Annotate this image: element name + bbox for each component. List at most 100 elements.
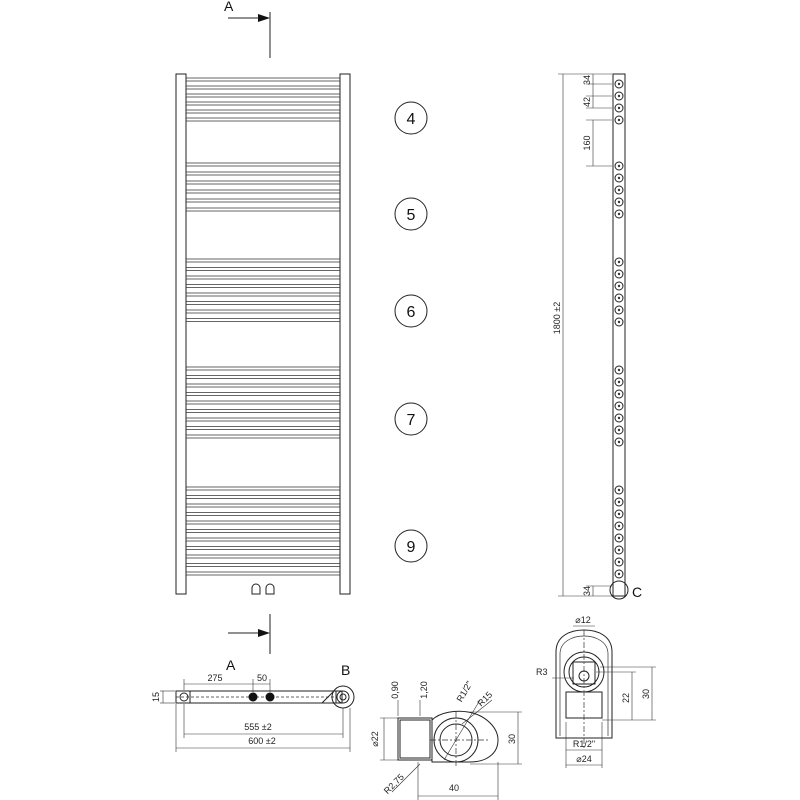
tube-center-dot [617,296,621,300]
tube-cross-section [614,497,624,507]
tube-cross-section [614,485,624,495]
tube-center-dot [617,560,621,564]
dim-dia-22: ⌀22 [370,731,380,746]
tube-cross-section [614,317,624,327]
tube-cross-section [614,91,624,101]
tube-cross-section [614,413,624,423]
svg-text:5: 5 [407,207,416,224]
tube-center-dot [617,380,621,384]
tube-center-dot [617,440,621,444]
detail-b-marker [331,685,355,709]
tube-cross-section [614,115,624,125]
pipe-connection-right [265,692,275,702]
section-badge-6: 6 [394,294,428,328]
dim-dia-12: ⌀12 [575,615,590,625]
side-collector [612,73,626,597]
tube-center-dot [617,428,621,432]
tube-cross-section [614,509,624,519]
tube-center-dot [617,106,621,110]
dim-600: 600 ±2 [248,736,275,746]
svg-text:6: 6 [407,304,416,321]
section-a-label-top: A [224,0,234,14]
dim-width-40: 40 [449,783,459,793]
tube-cross-section [614,293,624,303]
section-badge-5: 5 [394,197,428,231]
tube-cross-section [614,161,624,171]
dim-height-22: 22 [621,693,631,703]
tube-cross-section [614,173,624,183]
tube-cross-section [614,257,624,267]
tube-center-dot [617,488,621,492]
tube-cross-section [614,269,624,279]
tube-center-dot [617,272,621,276]
tube-cross-section [614,425,624,435]
tube-center-dot [617,512,621,516]
section-badge-9: 9 [394,529,428,563]
front-tubes [186,77,340,576]
section-arrow-top: A [224,0,271,58]
dim-height-30-c: 30 [641,689,651,699]
tube-center-dot [617,548,621,552]
tube-cross-section [614,533,624,543]
tube-center-dot [617,572,621,576]
dim-555: 555 ±2 [244,722,271,732]
tube-cross-section [614,377,624,387]
tube-cross-section [614,305,624,315]
tube-center-dot [617,260,621,264]
tube-cross-section [614,209,624,219]
tube-cross-section [614,521,624,531]
svg-text:9: 9 [407,539,416,556]
tube-cross-section [614,281,624,291]
tube-center-dot [617,212,621,216]
tube-cross-section [614,103,624,113]
tube-cross-section [614,401,624,411]
tube-center-dot [617,308,621,312]
dim-1-20: 1,20 [419,681,429,699]
tube-center-dot [617,536,621,540]
radius-r3: R3 [536,667,548,677]
section-a-label-bottom: A [226,657,236,673]
svg-text:7: 7 [407,412,416,429]
section-badge-4: 4 [394,101,428,135]
tube-center-dot [617,416,621,420]
tube-cross-section [614,389,624,399]
dim-bottom-gap: 34 [582,586,592,596]
right-collector [339,73,351,595]
radiator-side-view: 1800 ±2 34 42 160 34 C [552,73,642,600]
detail-c-label: C [632,584,642,600]
tube-cross-section [614,569,624,579]
tube-cross-section [614,557,624,567]
detail-c-drawing: ⌀12 R3 22 30 R1/2" ⌀24 [536,615,656,768]
pipe-connection-left [248,692,258,702]
tube-cross-section [614,545,624,555]
thread-r1-2-c: R1/2" [573,739,595,749]
tube-center-dot [617,118,621,122]
thread-r1-2: R1/2" [455,679,475,703]
tube-center-dot [617,320,621,324]
tube-cross-section [614,185,624,195]
tube-center-dot [617,164,621,168]
tube-center-dot [617,368,621,372]
dim-15: 15 [151,692,161,702]
tube-cross-section [614,79,624,89]
dim-0-90: 0,90 [390,681,400,699]
tube-center-dot [617,524,621,528]
left-collector [175,73,187,595]
detail-c-marker [609,580,629,600]
dim-gap-160: 160 [582,135,592,150]
section-badges: 4 5 6 7 9 [394,101,428,563]
tube-cross-section [614,197,624,207]
svg-text:4: 4 [407,111,416,128]
dim-dia-24: ⌀24 [576,754,591,764]
tube-center-dot [617,200,621,204]
tube-center-dot [617,284,621,288]
tube-center-dot [617,82,621,86]
detail-b-label: B [341,662,350,678]
dim-total-height: 1800 ±2 [552,302,562,334]
section-arrow-bottom: A [226,614,271,673]
dim-top-gap: 34 [582,75,592,85]
tube-center-dot [617,404,621,408]
tube-cross-section [614,437,624,447]
radius-r2-75: R2,75 [382,772,406,796]
